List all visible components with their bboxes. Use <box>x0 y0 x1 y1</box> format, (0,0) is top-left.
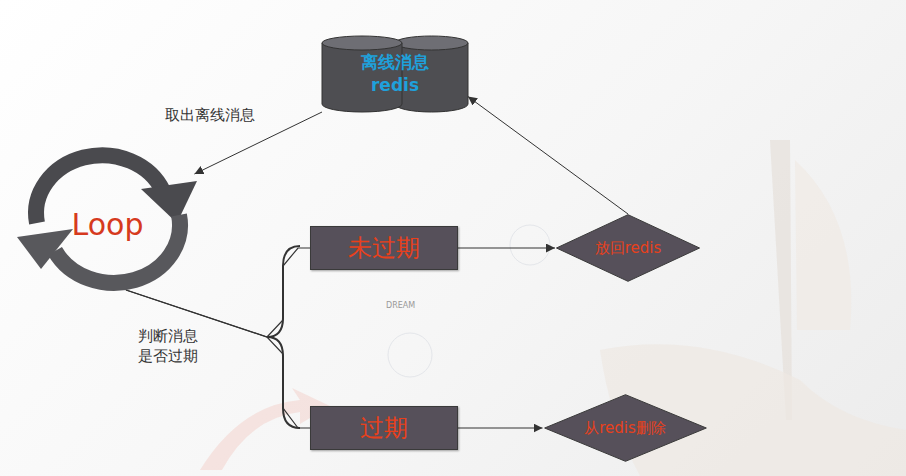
faint-ring-art <box>510 225 550 265</box>
connector <box>126 248 310 337</box>
ship-sail-art <box>795 160 851 330</box>
node-text: 放回redis <box>595 240 662 257</box>
decision-diamond: 从redis删除 <box>543 394 708 462</box>
text-group: 从redis删除 <box>584 420 666 437</box>
cylinder-top <box>322 36 402 50</box>
connector <box>458 248 555 249</box>
cylinder-top <box>395 36 468 50</box>
database-cylinder-outline <box>322 35 468 112</box>
faint-ring-art <box>388 333 432 377</box>
watermark-text: DREAM <box>386 301 415 312</box>
text-group: Loop <box>72 194 144 241</box>
connector <box>458 428 543 429</box>
connector <box>126 290 310 428</box>
process-box: 过期 <box>310 406 458 450</box>
node-text: 离线消息 <box>361 51 429 73</box>
node-text: redis <box>371 74 419 96</box>
text-group: 过期 <box>360 415 408 441</box>
cylinder <box>322 36 402 112</box>
decision-diamond: 放回redis <box>555 214 701 282</box>
database-cylinder: 离线消息redis <box>322 35 468 112</box>
loop-arrowhead <box>141 181 197 223</box>
cylinder <box>395 36 468 112</box>
edge-label: 取出离线消息 <box>165 105 255 125</box>
diamond-shape <box>556 215 699 282</box>
text-group: 离线消息redis <box>361 51 429 95</box>
process-box: 未过期 <box>310 226 458 270</box>
node-text: 过期 <box>360 415 408 441</box>
node-text: 从redis删除 <box>584 420 666 437</box>
connector <box>468 97 628 214</box>
diamond-shape <box>544 395 706 462</box>
text-group: 放回redis <box>595 240 662 257</box>
loop-cycle: Loop <box>15 145 200 290</box>
node-text: 未过期 <box>348 235 420 261</box>
edge-label: 判断消息 是否过期 <box>138 326 204 367</box>
loop-arrowhead <box>17 229 73 269</box>
node-text: Loop <box>72 208 144 241</box>
text-group: 未过期 <box>348 235 420 261</box>
